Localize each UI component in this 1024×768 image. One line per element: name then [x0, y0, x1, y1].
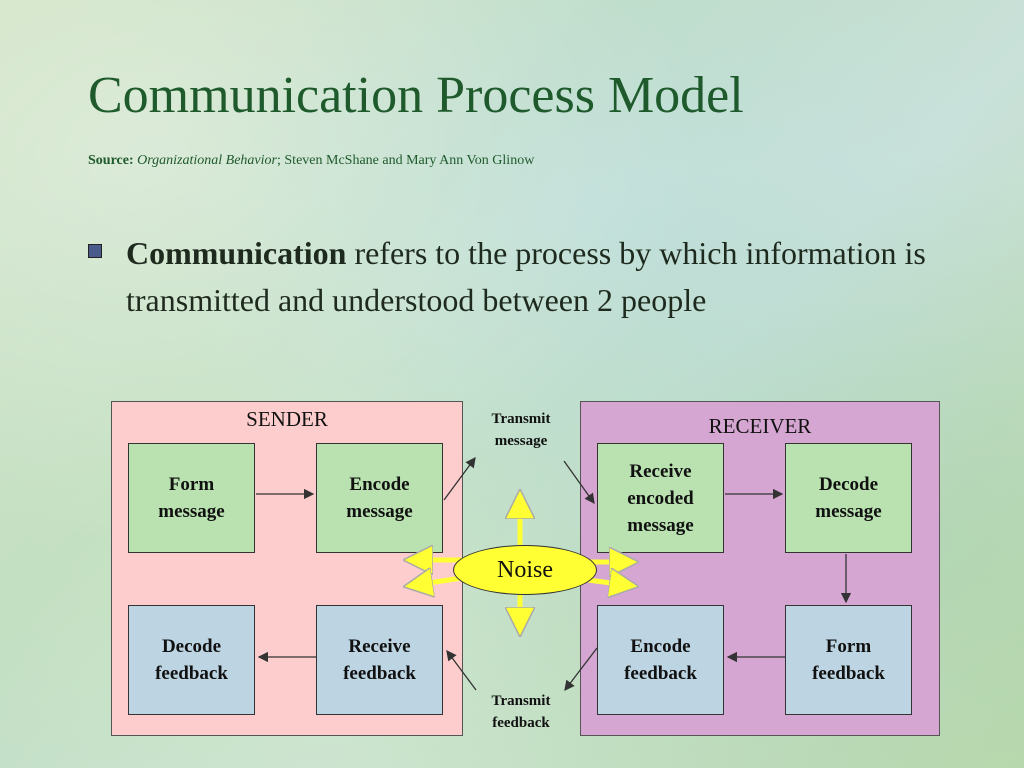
- bullet-term: Communication: [126, 235, 347, 271]
- decode-message-box: Decode message: [785, 443, 912, 553]
- noise-ray-left-bottom: [408, 578, 463, 586]
- transmit-feedback-label: Transmit feedback: [491, 693, 551, 731]
- source-authors: ; Steven McShane and Mary Ann Von Glinow: [277, 153, 535, 168]
- bullet-point: Communication refers to the process by w…: [88, 230, 968, 324]
- square-bullet-icon: [88, 244, 102, 258]
- form-message-box: Form message: [128, 443, 255, 553]
- source-label: Source:: [88, 153, 134, 168]
- arrow-transmit-to-receive-feedback: [446, 649, 477, 691]
- noise-ray-right-bottom: [587, 580, 634, 586]
- arrow-encode-to-transmit-feedback: [564, 647, 598, 692]
- arrow-encode-to-transmit: [443, 456, 476, 501]
- slide-title: Communication Process Model: [88, 67, 744, 124]
- sender-label: SENDER: [246, 407, 328, 431]
- source-book: Organizational Behavior: [137, 153, 277, 168]
- source-citation: Source: Organizational Behavior; Steven …: [88, 153, 534, 169]
- receive-encoded-message-box: Receive encoded message: [597, 443, 724, 553]
- bullet-text: Communication refers to the process by w…: [126, 230, 968, 324]
- bullet-definition: refers to the process by which informati…: [126, 235, 926, 318]
- noise-rays: [408, 494, 634, 632]
- noise-ellipse: Noise: [453, 545, 597, 595]
- decode-feedback-box: Decode feedback: [128, 605, 255, 715]
- arrow-transmit-to-receive: [563, 460, 595, 505]
- transmit-message-label: Transmit message: [491, 411, 551, 449]
- form-feedback-box: Form feedback: [785, 605, 912, 715]
- encode-message-box: Encode message: [316, 443, 443, 553]
- receiver-label: RECEIVER: [708, 414, 812, 438]
- receive-feedback-box: Receive feedback: [316, 605, 443, 715]
- encode-feedback-box: Encode feedback: [597, 605, 724, 715]
